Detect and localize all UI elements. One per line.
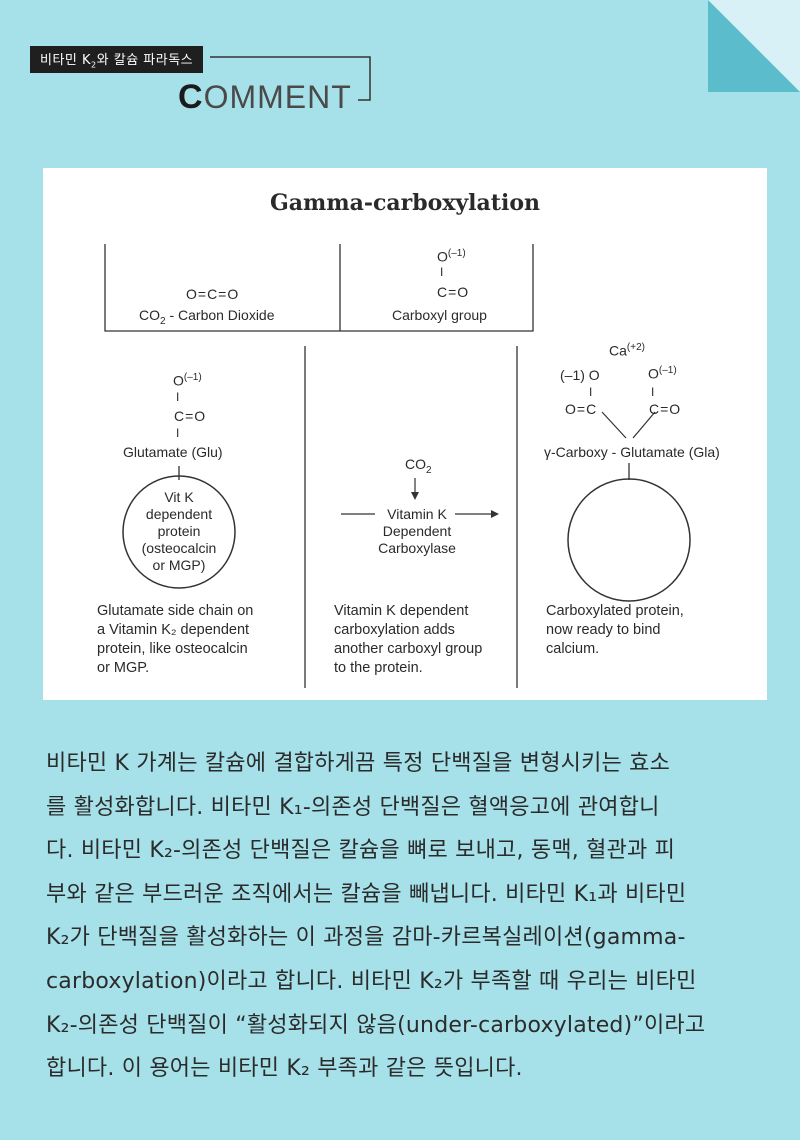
glu-bond: I xyxy=(176,390,180,404)
body-line-5: K₂가 단백질을 활성화하는 이 과정을 감마-카르복실레이션(gamma- xyxy=(46,925,686,951)
comment-heading-initial: C xyxy=(178,78,204,116)
gla-left-oxygen: (–1) O xyxy=(560,367,600,383)
co2-label-pre: CO xyxy=(139,307,160,323)
glu-oxygen: O(–1) xyxy=(173,372,202,389)
carboxyl-oxygen-charge: (–1) xyxy=(447,248,466,259)
calcium-ion: Ca(+2) xyxy=(609,342,645,359)
body-line-3: 다. 비타민 K₂-의존성 단백질은 칼슘을 뼈로 보내고, 동맥, 혈관과 피 xyxy=(46,838,676,864)
gla-right-oxygen-symbol: O xyxy=(648,365,659,382)
body-line-2: 를 활성화합니다. 비타민 K₁-의존성 단백질은 혈액응고에 관여합니 xyxy=(46,794,660,820)
gla-left-bond: I xyxy=(589,385,593,399)
gla-right-oxygen: O(–1) xyxy=(648,365,677,382)
folded-corner-icon xyxy=(708,0,800,92)
section-tag-prefix: 비타민 K xyxy=(40,53,92,68)
header-connector-line xyxy=(210,56,371,101)
glu-co: C=O xyxy=(174,408,207,424)
co2-label: CO2 - Carbon Dioxide xyxy=(139,307,275,327)
comment-heading-rest: OMMENT xyxy=(203,79,352,115)
diagram-lines xyxy=(104,244,691,688)
enzyme-label: Vitamin K Dependent Carboxylase xyxy=(378,506,456,556)
carboxyl-oxygen: O(–1) xyxy=(437,248,466,265)
carboxyl-label: Carboxyl group xyxy=(392,307,487,323)
glu-oxygen-charge: (–1) xyxy=(183,372,202,383)
glu-bond-2: I xyxy=(176,426,180,440)
section-tag: 비타민 K2와 칼슘 파라독스 xyxy=(30,46,204,73)
calcium-charge: (+2) xyxy=(626,342,645,353)
desc-carboxylated-protein: Carboxylated protein, now ready to bind … xyxy=(546,603,684,657)
gla-right-co: C=O xyxy=(649,401,682,417)
body-line-1: 비타민 K 가계는 칼슘에 결합하게끔 특정 단백질을 변형시키는 효소 xyxy=(46,751,671,776)
calcium-symbol: Ca xyxy=(609,342,627,359)
co2-input-pre: CO xyxy=(405,456,426,472)
body-line-4: 부와 같은 부드러운 조직에서는 칼슘을 빼냅니다. 비타민 K₁과 비타민 xyxy=(46,881,687,907)
body-line-6: carboxylation)이라고 합니다. 비타민 K₂가 부족할 때 우리는… xyxy=(46,968,697,994)
body-paragraph: 비타민 K 가계는 칼슘에 결합하게끔 특정 단백질을 변형시키는 효소 를 활… xyxy=(46,742,764,1091)
co2-input-sub: 2 xyxy=(426,464,432,476)
section-tag-sub: 2 xyxy=(91,60,97,70)
co2-formula: O=C=O xyxy=(186,286,240,302)
section-tag-suffix: 와 칼슘 파라독스 xyxy=(96,53,194,68)
glu-oxygen-symbol: O xyxy=(173,372,184,389)
desc-glutamate: Glutamate side chain on a Vitamin K₂ dep… xyxy=(97,603,254,676)
co2-label-post: - Carbon Dioxide xyxy=(165,307,275,323)
gla-label: γ-Carboxy - Glutamate (Gla) xyxy=(544,444,720,460)
gamma-carboxylation-diagram: Gamma-carboxylation O=C=O CO2 - Carbon D… xyxy=(43,168,767,700)
protein-circle-label: Vit K dependent protein (osteocalcin or … xyxy=(141,489,217,573)
body-line-7: K₂-의존성 단백질이 “활성화되지 않음(under-carboxylated… xyxy=(46,1012,706,1038)
gla-left-co: O=C xyxy=(565,401,598,417)
gla-right-bond: I xyxy=(651,385,655,399)
body-line-8: 합니다. 이 용어는 비타민 K₂ 부족과 같은 뜻입니다. xyxy=(46,1056,523,1082)
diagram-title: Gamma-carboxylation xyxy=(270,190,540,216)
carboxyl-bond: I xyxy=(440,265,444,279)
carboxyl-co: C=O xyxy=(437,284,470,300)
co2-input: CO2 xyxy=(405,456,432,476)
co2-label-sub: 2 xyxy=(160,315,166,327)
desc-carboxylation: Vitamin K dependent carboxylation adds a… xyxy=(334,603,483,676)
carboxyl-oxygen-symbol: O xyxy=(437,248,448,265)
comment-heading: COMMENT xyxy=(178,78,352,117)
glu-label: Glutamate (Glu) xyxy=(123,444,223,460)
gla-right-oxygen-charge: (–1) xyxy=(658,365,677,376)
